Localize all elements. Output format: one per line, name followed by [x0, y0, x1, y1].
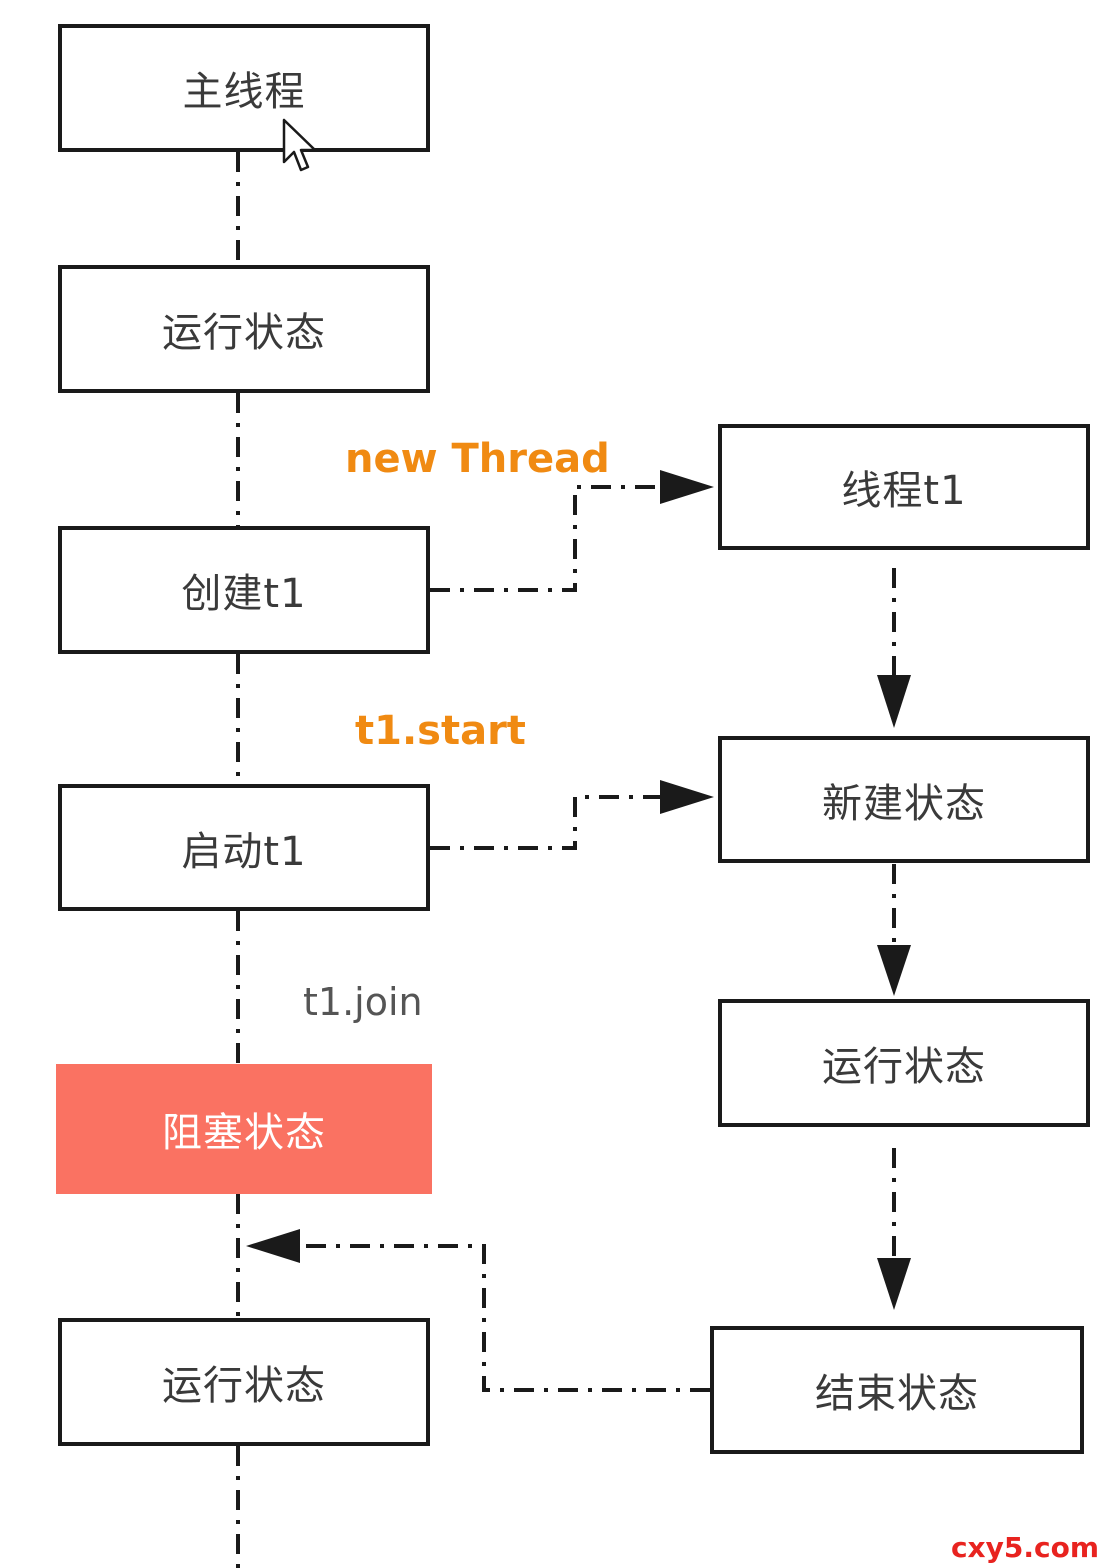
create-t1-label: 创建t1 [181, 571, 307, 617]
arrow-new-thread [430, 485, 660, 592]
arrowhead-new-to-running [877, 945, 911, 996]
thread-t1-box: 线程t1 [718, 424, 1090, 550]
new-state-label: 新建状态 [822, 780, 986, 827]
terminated-state-label: 结束状态 [815, 1371, 979, 1417]
running-state-box-1: 运行状态 [58, 265, 430, 393]
thread-t1-label: 线程t1 [841, 468, 967, 514]
arrowhead-join-return [246, 1229, 300, 1263]
arrowhead-start [660, 780, 714, 814]
blocked-state-label: 阻塞状态 [162, 1110, 326, 1156]
right-running-state-label: 运行状态 [822, 1044, 986, 1090]
arrowhead-t1-to-new [877, 675, 911, 728]
arrowheads [246, 470, 911, 1310]
mouse-cursor-icon [282, 118, 317, 172]
arrow-start [430, 795, 660, 850]
watermark: cxy5.com [950, 1531, 1099, 1564]
create-t1-box: 创建t1 [58, 526, 430, 654]
t1-join-label: t1.join [303, 980, 423, 1024]
start-t1-box: 启动t1 [58, 784, 430, 911]
t1-start-label: t1.start [355, 708, 526, 754]
running-state-box-2: 运行状态 [58, 1318, 430, 1446]
new-thread-label: new Thread [345, 436, 610, 482]
start-t1-label: 启动t1 [181, 828, 307, 875]
running-state-label-2: 运行状态 [162, 1363, 326, 1409]
arrow-join-return [300, 1244, 710, 1392]
main-thread-box: 主线程 [58, 24, 430, 152]
running-state-label-1: 运行状态 [162, 310, 326, 356]
arrowhead-new-thread [660, 470, 714, 504]
new-state-box: 新建状态 [718, 736, 1090, 863]
arrowhead-running-to-end [877, 1258, 911, 1310]
right-running-state-box: 运行状态 [718, 999, 1090, 1127]
terminated-state-box: 结束状态 [710, 1326, 1084, 1454]
blocked-state-box: 阻塞状态 [56, 1064, 432, 1194]
main-thread-label: 主线程 [182, 69, 306, 115]
